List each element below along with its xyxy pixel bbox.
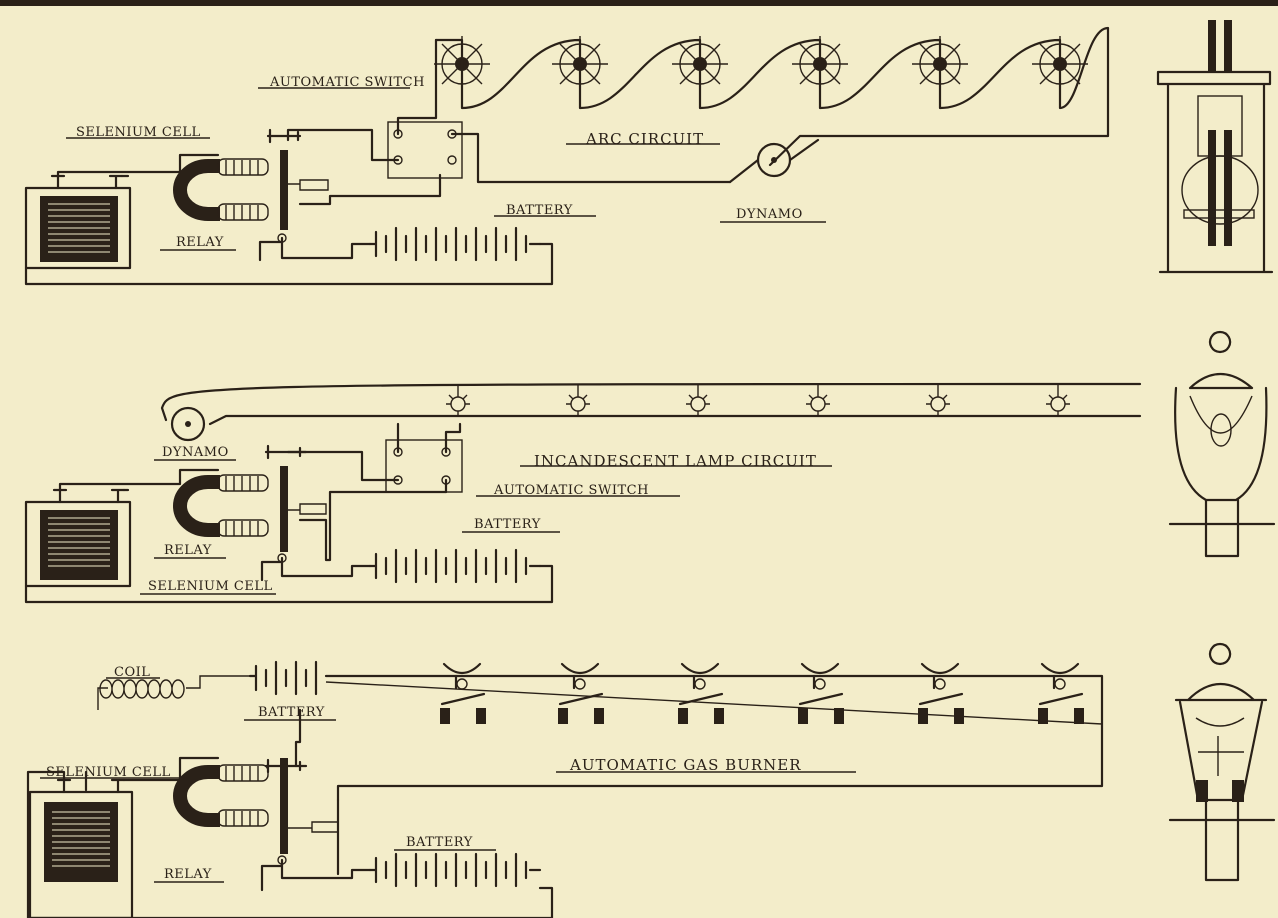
battery-3 [248, 660, 1104, 802]
coil [97, 675, 250, 710]
arc-lamp-fixture [1156, 20, 1274, 274]
label-battery-2: BATTERY [474, 517, 541, 532]
label-automatic-switch-1: AUTOMATIC SWITCH [269, 75, 425, 90]
label-battery-1: BATTERY [506, 203, 573, 218]
label-battery-3: BATTERY [258, 705, 325, 720]
label-relay-3: RELAY [164, 867, 212, 882]
label-relay-1: RELAY [176, 235, 224, 250]
relay-2 [173, 444, 327, 563]
label-battery-4: BATTERY [406, 835, 473, 850]
label-selenium-cell-1: SELENIUM CELL [76, 125, 201, 140]
battery-4 [368, 852, 542, 888]
selenium-cell-3 [28, 770, 134, 918]
incandescent-lamps [446, 384, 1070, 416]
gas-burners [325, 662, 1103, 725]
label-selenium-cell-2: SELENIUM CELL [148, 579, 273, 594]
labels: ARC CIRCUIT AUTOMATIC SWITCH SELENIUM CE… [40, 75, 856, 883]
label-dynamo-2: DYNAMO [162, 445, 229, 460]
selenium-cell-2 [24, 488, 132, 588]
label-coil: COIL [114, 665, 150, 680]
dynamo-2 [160, 382, 1142, 442]
automatic-switch-2 [385, 422, 463, 494]
dynamo-1 [728, 138, 820, 184]
relay-1 [173, 128, 329, 243]
label-gas-burner: AUTOMATIC GAS BURNER [569, 756, 802, 774]
incandescent-lamp-fixture [1168, 330, 1276, 558]
battery-1 [368, 226, 542, 262]
label-relay-2: RELAY [164, 543, 212, 558]
arc-lamps [434, 26, 1110, 167]
battery-2 [368, 548, 542, 584]
gas-burner-section [26, 642, 1276, 918]
incandescent-section [24, 330, 1276, 604]
automatic-switch-1 [387, 38, 732, 184]
label-incandescent-circuit: INCANDESCENT LAMP CIRCUIT [534, 452, 817, 470]
label-dynamo-1: DYNAMO [736, 207, 803, 222]
selenium-cell-1 [24, 174, 132, 270]
arc-circuit-section [24, 20, 1274, 286]
label-selenium-cell-3: SELENIUM CELL [46, 765, 171, 780]
relay-3 [173, 708, 339, 865]
label-arc-circuit: ARC CIRCUIT [585, 130, 704, 148]
gas-lamp-fixture [1168, 642, 1276, 882]
label-automatic-switch-2: AUTOMATIC SWITCH [493, 483, 649, 498]
top-border [0, 0, 1278, 6]
